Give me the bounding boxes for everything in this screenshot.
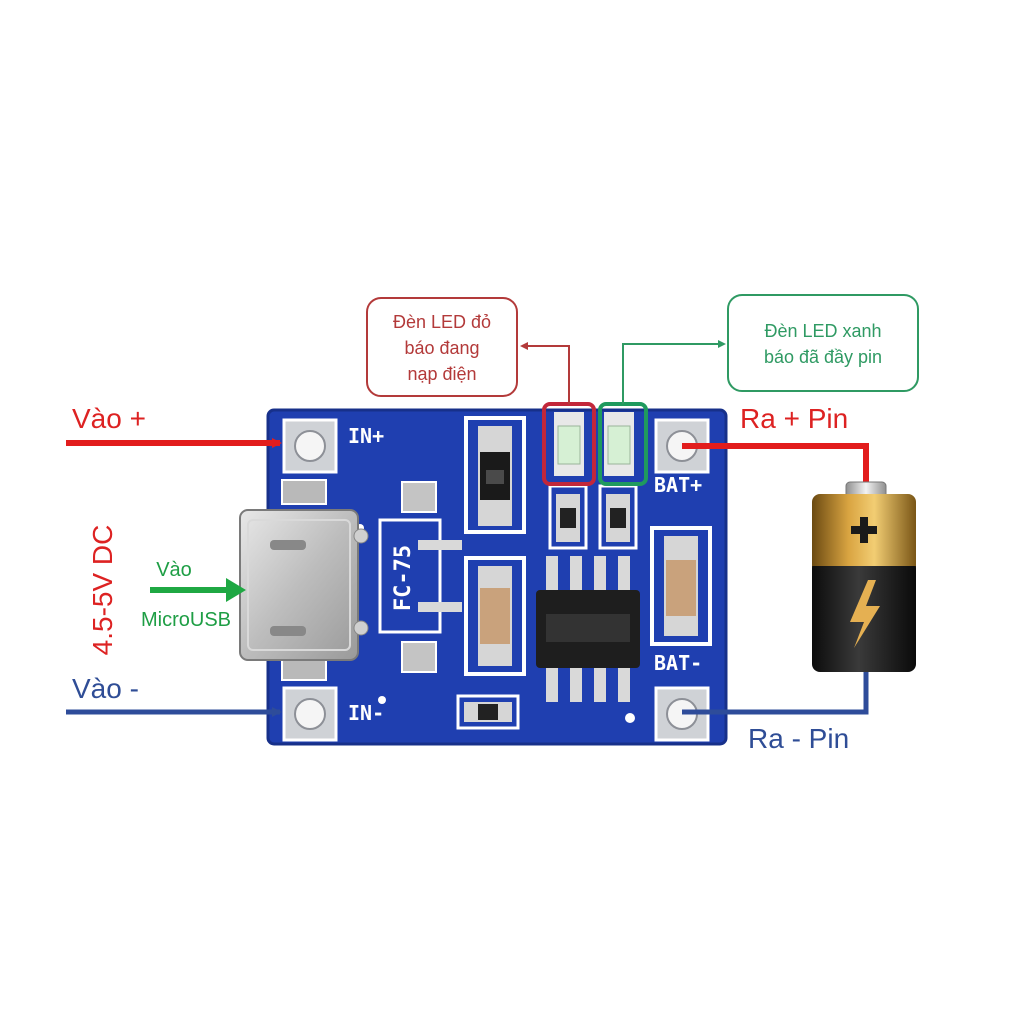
smd-resistor (478, 426, 512, 526)
green-led-callout: Đèn LED xanh báo đã đầy pin (727, 294, 919, 392)
trace-pad (418, 540, 462, 550)
silk-bat-minus: BAT- (654, 651, 702, 675)
green-callout-line-1: Đèn LED xanh (764, 321, 881, 341)
label-input-minus: Vào - (72, 673, 139, 704)
label-usb-in-bottom: MicroUSB (141, 609, 231, 631)
red-led-callout: Đèn LED đỏ báo đang nạp điện (366, 297, 518, 397)
chip-marking: FC-75 (391, 545, 416, 611)
label-voltage: 4.5-5V DC (87, 525, 118, 656)
smd-capacitor (478, 566, 512, 666)
pad-in-minus (282, 686, 338, 742)
pad-in-plus (282, 418, 338, 474)
trace-pad (418, 602, 462, 612)
output-plus-wire (682, 443, 869, 488)
output-minus-wire (682, 672, 869, 715)
charger-ic (536, 556, 640, 702)
label-output-plus: Ra + Pin (740, 403, 848, 434)
micro-usb-port-icon (239, 509, 369, 661)
usb-input-arrowhead (226, 578, 246, 602)
green-callout-leader (622, 340, 726, 404)
smd-pads (281, 479, 635, 723)
label-output-minus: Ra - Pin (748, 723, 849, 754)
red-callout-line-1: Đèn LED đỏ (393, 312, 491, 332)
label-usb-in-top: Vào (156, 559, 192, 581)
red-callout-line-3: nạp điện (407, 364, 476, 384)
green-callout-line-2: báo đã đầy pin (764, 347, 882, 367)
silk-in-minus: IN- (348, 701, 384, 725)
lightning-bolt-icon (850, 580, 880, 648)
smd-capacitor-right (664, 536, 698, 636)
green-led (604, 412, 634, 476)
battery-icon (812, 481, 916, 672)
red-led (554, 412, 584, 476)
red-callout-leader (520, 342, 570, 404)
label-input-plus: Vào + (72, 403, 146, 434)
red-callout-line-2: báo đang (404, 338, 479, 358)
silk-in-plus: IN+ (348, 424, 384, 448)
silk-bat-plus: BAT+ (654, 473, 702, 497)
